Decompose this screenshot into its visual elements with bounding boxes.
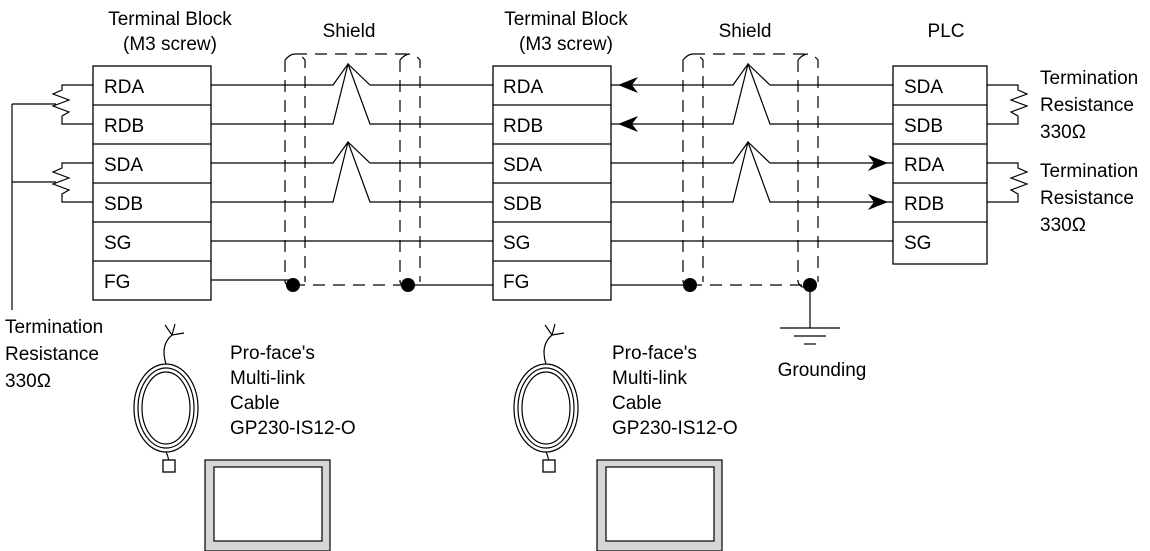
shield-left xyxy=(284,53,421,288)
grounding-label: Grounding xyxy=(778,360,867,381)
cable-left-line1: Pro-face's xyxy=(230,343,315,364)
cable-left-line4: GP230-IS12-O xyxy=(230,418,356,439)
cable-right-line1: Pro-face's xyxy=(612,343,697,364)
shield-left-label: Shield xyxy=(323,21,376,42)
display-left xyxy=(204,459,331,551)
fg-junction-dot-3 xyxy=(683,278,697,292)
left-terminal-sdb: SDB xyxy=(104,194,143,215)
arrow-left-rda xyxy=(618,77,638,93)
plc-termination-resistors xyxy=(987,84,1029,203)
fg-junction-dot-2 xyxy=(401,278,415,292)
cable-right-line4: GP230-IS12-O xyxy=(612,418,738,439)
left-termination-resistors xyxy=(11,84,93,310)
cable-left-line3: Cable xyxy=(230,393,280,414)
plc-label: PLC xyxy=(928,21,965,42)
mid-block-subtitle: (M3 screw) xyxy=(519,34,613,55)
fg-junction-dot-1 xyxy=(286,278,300,292)
plc-terminal-rdb: RDB xyxy=(904,194,944,215)
cable-right-line3: Cable xyxy=(612,393,662,414)
grounding-symbol xyxy=(780,285,840,345)
plc-terminal-sdb: SDB xyxy=(904,116,943,137)
arrow-right-rda xyxy=(868,155,888,171)
wires-left-to-mid xyxy=(211,62,493,292)
left-block-subtitle: (M3 screw) xyxy=(123,34,217,55)
plc-terminal-rda: RDA xyxy=(904,155,944,176)
termination-left-line3: 330Ω xyxy=(5,371,51,392)
termination-plc2-line1: Termination xyxy=(1040,161,1138,182)
cable-left-line2: Multi-link xyxy=(230,368,305,389)
mid-terminal-rda: RDA xyxy=(503,77,543,98)
cable-right-icon xyxy=(513,323,579,473)
mid-terminal-block: RDA RDB SDA SDB SG FG xyxy=(492,65,612,301)
termination-left-line2: Resistance xyxy=(5,344,99,365)
wires-mid-to-plc xyxy=(611,62,893,292)
termination-plc1-line2: Resistance xyxy=(1040,95,1134,116)
left-block-title: Terminal Block xyxy=(108,9,232,30)
mid-terminal-sdb: SDB xyxy=(503,194,542,215)
left-terminal-rdb: RDB xyxy=(104,116,144,137)
termination-left-line1: Termination xyxy=(5,317,103,338)
plc-terminal-block: SDA SDB RDA RDB SG xyxy=(892,65,988,265)
mid-terminal-fg: FG xyxy=(503,272,529,293)
arrow-left-rdb xyxy=(618,116,638,132)
left-terminal-sda: SDA xyxy=(104,155,143,176)
display-right xyxy=(596,459,723,551)
mid-block-title: Terminal Block xyxy=(504,9,628,30)
left-terminal-fg: FG xyxy=(104,272,130,293)
termination-plc2-line3: 330Ω xyxy=(1040,215,1086,236)
left-terminal-sg: SG xyxy=(104,233,131,254)
mid-terminal-rdb: RDB xyxy=(503,116,543,137)
shield-right xyxy=(682,53,819,288)
mid-terminal-sda: SDA xyxy=(503,155,542,176)
plc-terminal-sg: SG xyxy=(904,233,931,254)
arrow-right-rdb xyxy=(868,194,888,210)
termination-plc1-line1: Termination xyxy=(1040,68,1138,89)
mid-terminal-sg: SG xyxy=(503,233,530,254)
left-terminal-block: RDA RDB SDA SDB SG FG xyxy=(92,65,212,301)
left-terminal-rda: RDA xyxy=(104,77,144,98)
plc-terminal-sda: SDA xyxy=(904,77,943,98)
cable-right-line2: Multi-link xyxy=(612,368,687,389)
shield-right-label: Shield xyxy=(719,21,772,42)
cable-left-icon xyxy=(133,323,199,473)
termination-plc2-line2: Resistance xyxy=(1040,188,1134,209)
termination-plc1-line3: 330Ω xyxy=(1040,122,1086,143)
